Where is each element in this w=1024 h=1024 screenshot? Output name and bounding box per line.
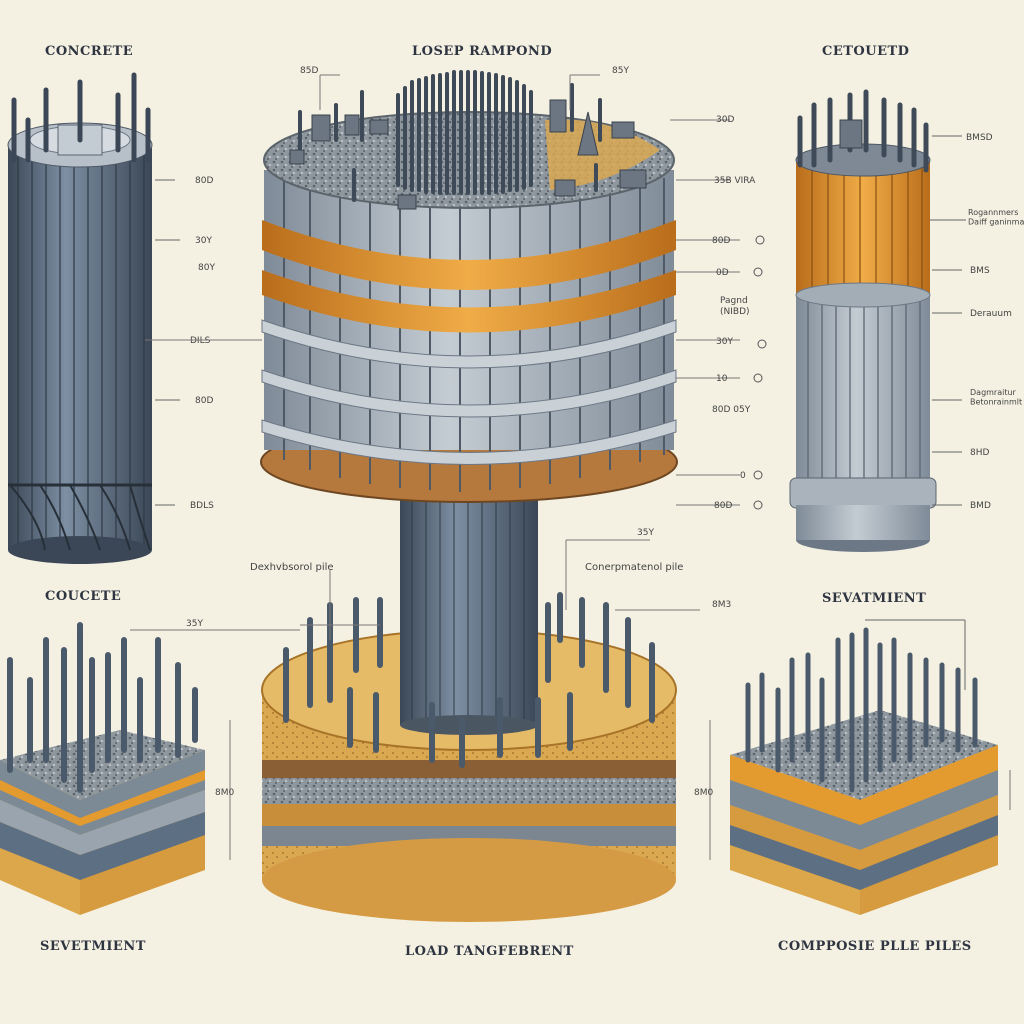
callout-right-7: BMD	[970, 501, 991, 511]
cap-blocks	[289, 99, 647, 210]
title-concrete: CONCRETE	[45, 44, 133, 59]
title-compposie-plle-piles: COMPPOSIE PLLE PILES	[778, 939, 972, 954]
callout-center-r-9: 0	[740, 471, 746, 481]
title-losep-rampond: LOSEP RAMPOND	[412, 44, 552, 59]
callouts-left: 80D 30Y 80Y DILS 80D BDLS	[155, 176, 215, 511]
callout-left-2: 30Y	[195, 236, 212, 246]
callout-left-5: 80D	[195, 396, 213, 406]
callout-center-r-7: 10	[716, 374, 728, 384]
callout-left-6: BDLS	[190, 501, 214, 511]
soil-block-right	[730, 619, 998, 915]
pile-right-label: Conerpmatenol pile	[585, 562, 683, 573]
callout-left-4: DILS	[190, 336, 211, 346]
callout-center-r-10: 80D	[714, 501, 732, 511]
dim-bot-right: 8M3	[712, 600, 731, 610]
title-cetouetd: CETOUETD	[822, 44, 909, 59]
pile-cap-stack	[260, 111, 678, 503]
concrete-pile-left	[7, 72, 153, 564]
callout-left-1: 80D	[195, 176, 213, 186]
callout-right-4: Derauum	[970, 309, 1012, 319]
callout-center-r-3: 80D	[712, 236, 730, 246]
callout-center-top-right: 85Y	[612, 66, 629, 76]
dim-bot-center: 35Y	[637, 528, 654, 538]
title-sevetmient: SEVETMIENT	[40, 939, 146, 954]
title-sevatmient: SEVATMIENT	[822, 591, 926, 606]
title-coucete: COUCETE	[45, 589, 121, 604]
callout-center-top-left: 85D	[300, 66, 318, 76]
side-dim-left: 8M0	[215, 788, 234, 798]
pile-left-label: Dexhvbsorol pile	[250, 562, 334, 573]
central-pile	[400, 500, 538, 735]
callout-right-3: BMS	[970, 266, 990, 276]
cap-rods	[298, 70, 602, 202]
callout-center-r-5: Pagnd(NIBD)	[720, 296, 750, 317]
callout-left-3: 80Y	[198, 263, 215, 273]
callout-center-r-6: 30Y	[716, 337, 733, 347]
soil-block-left	[0, 622, 205, 915]
composite-pile-right	[789, 89, 937, 552]
callout-center-r-4: 0D	[716, 268, 729, 278]
callout-right-6: 8HD	[970, 448, 989, 458]
callout-center-r-2: 35B VIRA	[714, 176, 756, 186]
title-load-tangfebrent: LOAD TANGFEBRENT	[405, 944, 574, 959]
callout-right-1: BMSD	[966, 133, 993, 143]
callout-center-r-8: 80D 05Y	[712, 405, 751, 415]
callout-center-r-1: 30D	[716, 115, 734, 125]
callout-circles	[753, 235, 767, 510]
callouts-center	[130, 74, 1011, 860]
side-dim-right: 8M0	[694, 788, 713, 798]
dim-bot-left: 35Y	[186, 619, 203, 629]
